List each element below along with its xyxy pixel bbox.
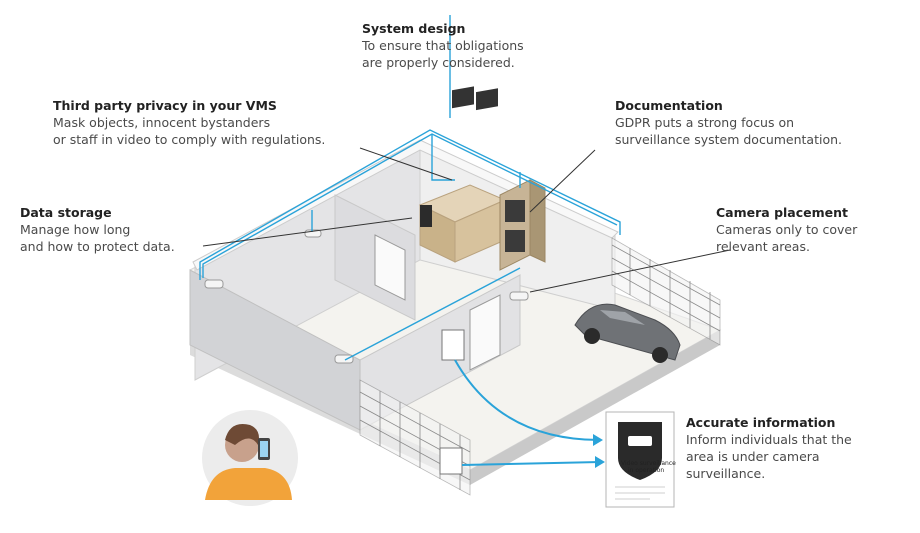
floor-edge-right [470, 330, 720, 485]
server-rack-side [529, 179, 546, 263]
sign-text-line1: Video surveillance [621, 460, 676, 467]
info-arrows [454, 359, 601, 466]
annotation-title: Documentation [615, 98, 723, 113]
door-front [469, 294, 501, 371]
annotation-desc: GDPR puts a strong focus on surveillance… [615, 115, 843, 147]
door-back [374, 234, 406, 301]
arrow-head-top [593, 434, 603, 446]
annotation-desc: Manage how long and how to protect data. [20, 222, 175, 254]
wall-sign [441, 329, 465, 361]
annotation-title: Data storage [20, 205, 112, 220]
annotation-accurate-information: Accurate information Inform individuals … [686, 414, 852, 482]
annotation-title: System design [362, 21, 466, 36]
person-icon [205, 424, 292, 500]
annotation-camera-placement: Camera placement Cameras only to cover r… [716, 204, 857, 255]
annotation-title: Accurate information [686, 415, 836, 430]
monitor-right [476, 88, 498, 111]
arrow-head-bottom [595, 456, 605, 468]
car-icon [574, 303, 681, 363]
annotation-desc: Cameras only to cover relevant areas. [716, 222, 858, 254]
cable-network [199, 15, 621, 361]
annotation-title: Third party privacy in your VMS [53, 98, 277, 113]
fence-right [611, 237, 721, 346]
sign-text-line2: in operation [628, 467, 664, 474]
annotation-title: Camera placement [716, 205, 848, 220]
annotation-system-design: System design To ensure that obligations… [362, 20, 524, 71]
annotation-data-storage: Data storage Manage how long and how to … [20, 204, 175, 255]
surveillance-sign: Video surveillance in operation [605, 411, 676, 508]
annotation-desc: Inform individuals that the area is unde… [686, 432, 852, 481]
annotation-documentation: Documentation GDPR puts a strong focus o… [615, 97, 842, 148]
fence-sign [439, 447, 463, 475]
server-rack-front [499, 179, 531, 271]
server-units-top [505, 200, 525, 222]
server-units-bottom [505, 230, 525, 252]
annotation-desc: Mask objects, innocent bystanders or sta… [53, 115, 326, 147]
annotation-desc: To ensure that obligations are properly … [362, 38, 524, 70]
pc-tower [420, 205, 432, 227]
annotation-third-party-privacy: Third party privacy in your VMS Mask obj… [53, 97, 325, 148]
monitor-left [452, 86, 474, 109]
leader-lines [202, 147, 731, 293]
